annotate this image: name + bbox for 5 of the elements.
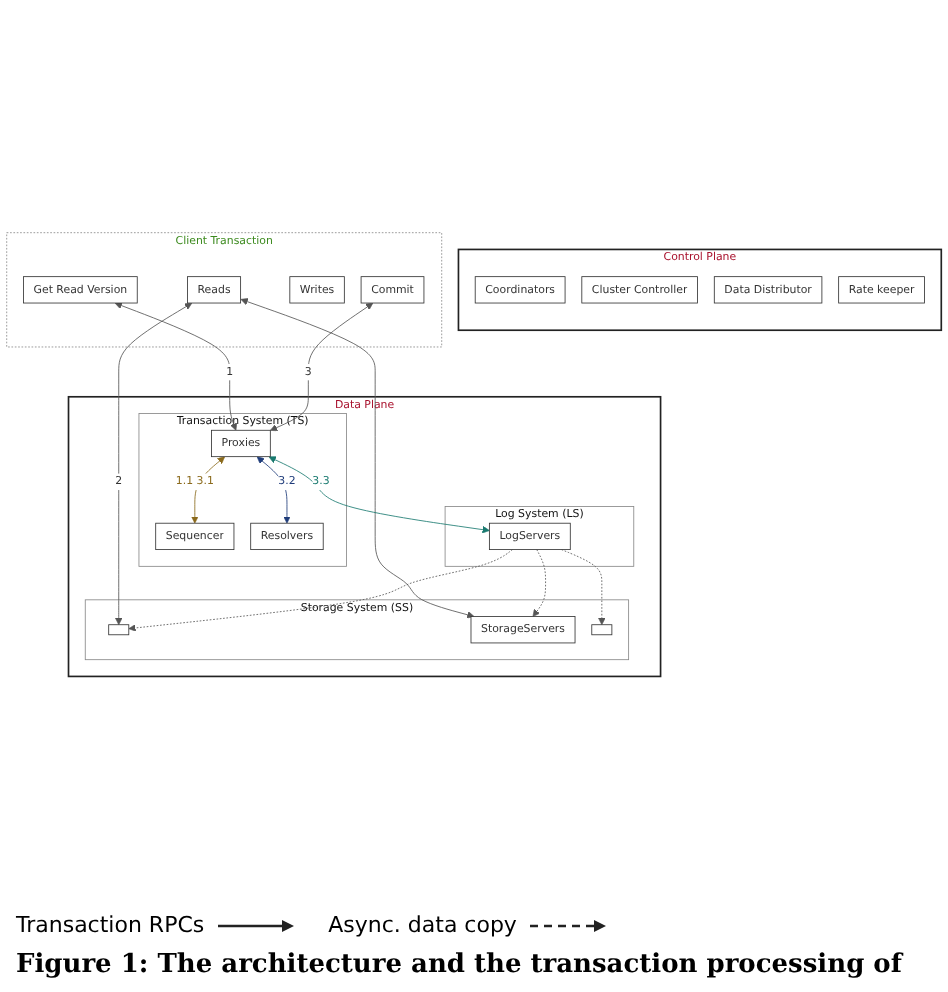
node-box bbox=[108, 623, 130, 635]
figure-caption: Figure 1: The architecture and the transaction processing of bbox=[14, 948, 906, 984]
legend-text: Async. data copy bbox=[328, 912, 517, 938]
node-box bbox=[591, 623, 613, 635]
legend-text: Transaction RPCs bbox=[16, 912, 205, 938]
